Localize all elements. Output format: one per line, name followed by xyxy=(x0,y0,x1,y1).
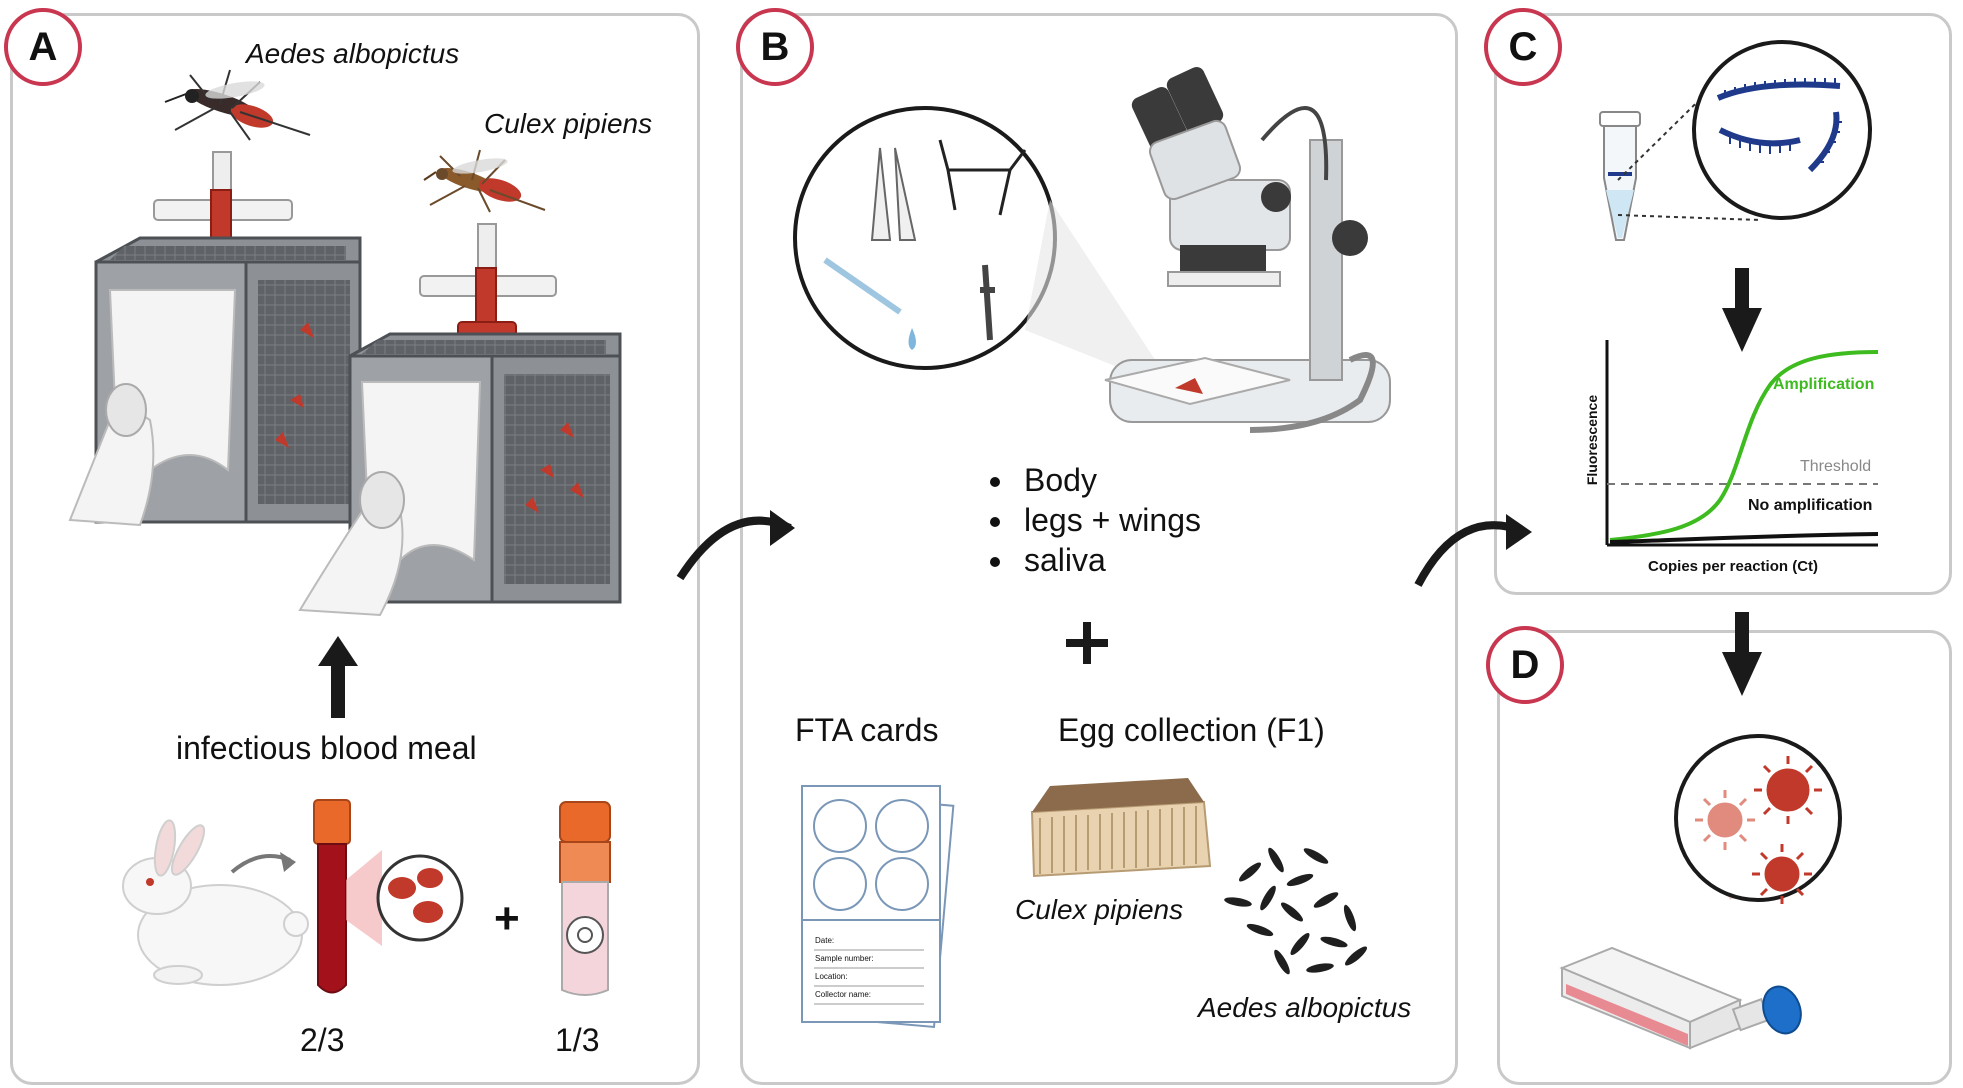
cage-icon xyxy=(298,332,622,617)
dna-magnifier-icon xyxy=(1692,40,1872,220)
species-label-culex: Culex pipiens xyxy=(484,108,653,139)
microscope-icon xyxy=(1104,66,1391,433)
amplification-curve xyxy=(1609,350,1879,542)
amplification-label: Amplification xyxy=(1773,376,1875,393)
down-arrow-icon xyxy=(1722,268,1762,352)
sample-item: legs + wings xyxy=(1016,500,1201,540)
dissection-magnifier-icon xyxy=(793,106,1175,390)
aedes-eggs-icon xyxy=(1224,847,1368,975)
species-label-aedes: Aedes albopictus xyxy=(246,38,460,69)
panel-badge-a: A xyxy=(4,8,82,86)
plot-xlabel: Copies per reaction (Ct) xyxy=(1648,558,1819,575)
virus-magnifier-icon xyxy=(1674,734,1842,904)
sample-item: saliva xyxy=(1016,540,1201,580)
threshold-label: Threshold xyxy=(1800,458,1872,475)
sample-list: Body legs + wings saliva xyxy=(982,460,1201,580)
card-field: Location: xyxy=(815,972,848,981)
card-field: Collector name: xyxy=(815,990,872,999)
up-arrow-icon xyxy=(318,636,358,718)
panel-badge-c: C xyxy=(1484,8,1562,86)
fraction-blood: 2/3 xyxy=(300,1022,345,1058)
fta-cards-label: FTA cards xyxy=(795,712,939,748)
plus-icon xyxy=(1066,622,1108,664)
panel-badge-b: B xyxy=(736,8,814,86)
egg-raft-icon xyxy=(1030,778,1212,878)
rabbit-icon xyxy=(122,819,309,986)
no-amplification-curve xyxy=(1609,532,1879,544)
egg-collection-label: Egg collection (F1) xyxy=(1058,712,1325,748)
culex-mosquito-icon xyxy=(423,149,546,213)
virus-vial-icon xyxy=(559,801,611,996)
egg-species-aedes: Aedes albopictus xyxy=(1198,992,1412,1023)
blood-meal-label: infectious blood meal xyxy=(176,730,477,766)
feeder-icon xyxy=(419,223,557,339)
cell-culture-flask-icon xyxy=(1559,946,1802,1050)
panel-badge-d: D xyxy=(1486,626,1564,704)
card-field: Sample number: xyxy=(815,954,874,963)
plus-sign: + xyxy=(494,894,520,943)
fta-card-icon xyxy=(801,785,955,1029)
blood-tube-icon xyxy=(313,799,351,994)
no-amplification-label: No amplification xyxy=(1748,497,1873,514)
sample-item: Body xyxy=(1016,460,1201,500)
blood-cells-icon xyxy=(376,854,464,942)
fraction-virus: 1/3 xyxy=(555,1022,600,1058)
cage-icon xyxy=(68,236,362,527)
pcr-tube-icon xyxy=(1599,111,1641,241)
down-arrow-icon xyxy=(1722,612,1762,696)
plot-ylabel: Fluorescence xyxy=(1584,394,1600,486)
aedes-mosquito-icon xyxy=(164,69,311,141)
card-field: Date: xyxy=(815,936,835,945)
qpcr-plot xyxy=(1605,340,1879,547)
egg-species-culex: Culex pipiens xyxy=(1015,894,1184,925)
